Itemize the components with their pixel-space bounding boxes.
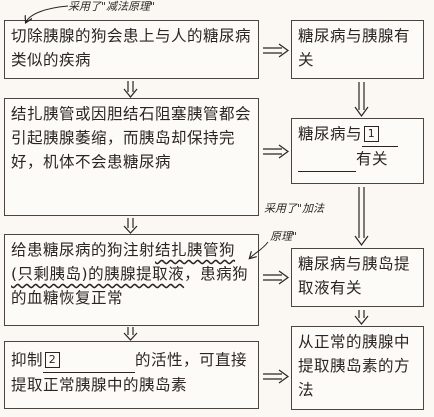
left-box-3-text-pre: 给患糖尿病的狗注射: [11, 241, 156, 259]
right-box-2-text-post: 有关: [356, 150, 389, 168]
double-arrow-right-4: [263, 369, 290, 384]
double-arrow-down-right-3: [354, 310, 369, 325]
double-arrow-down-left-1: [123, 81, 138, 98]
right-box-3: 糖尿病与胰岛提取液有关: [291, 248, 424, 307]
left-box-1: 切除胰腺的狗会患上与人的糖尿病类似的疾病: [4, 20, 259, 79]
left-box-3-text-wavy: 结扎胰管狗(只剩胰岛)的胰腺提取液: [11, 241, 236, 283]
double-arrow-down-right-1: [354, 82, 369, 118]
right-box-4-text: 从正常的胰腺中提取胰岛素的方法: [298, 333, 411, 399]
left-box-4-text-pre: 抑制: [11, 351, 44, 369]
right-box-1-text: 糖尿病与胰腺有关: [298, 27, 411, 69]
addition-principle-note-line1: 采用了"加法: [264, 202, 325, 215]
left-box-3-text-post: ，患病狗的血糖恢复正常: [11, 265, 249, 307]
left-box-3: 给患糖尿病的狗注射结扎胰管狗(只剩胰岛)的胰腺提取液，患病狗的血糖恢复正常: [4, 234, 259, 326]
left-box-2-text: 结扎胰管或因胆结石阻塞胰管都会引起胰腺萎缩，而胰岛却保持完好，机体不会患糖尿病: [11, 105, 252, 171]
blank-1-continuation: [298, 147, 356, 172]
double-arrow-right-2: [263, 144, 290, 159]
mid-note-pointer: [250, 241, 269, 258]
left-box-2: 结扎胰管或因胆结石阻塞胰管都会引起胰腺萎缩，而胰岛却保持完好，机体不会患糖尿病: [4, 98, 259, 216]
right-box-4: 从正常的胰腺中提取胰岛素的方法: [291, 326, 424, 410]
blank-number-2: 2: [45, 352, 61, 368]
blank-number-1: 1: [364, 126, 380, 142]
double-arrow-down-left-3: [123, 327, 138, 341]
addition-principle-note-line2: 原理": [270, 230, 298, 243]
double-arrow-down-left-2: [123, 218, 138, 234]
top-note-pointer: [26, 5, 69, 22]
left-box-1-text: 切除胰腺的狗会患上与人的糖尿病类似的疾病: [11, 27, 252, 69]
right-box-2-text-pre: 糖尿病与: [298, 125, 363, 143]
double-arrow-down-right-2: [354, 187, 369, 247]
double-arrow-right-3: [263, 270, 290, 285]
right-box-1: 糖尿病与胰腺有关: [291, 20, 424, 79]
left-box-4-text-post: 的活性，可直接提取正常胰腺中的胰岛素: [11, 351, 248, 394]
subtraction-principle-note: 采用了"减法原理": [68, 0, 156, 13]
double-arrow-right-1: [263, 43, 290, 58]
right-box-3-text: 糖尿病与胰岛提取液有关: [298, 255, 411, 297]
